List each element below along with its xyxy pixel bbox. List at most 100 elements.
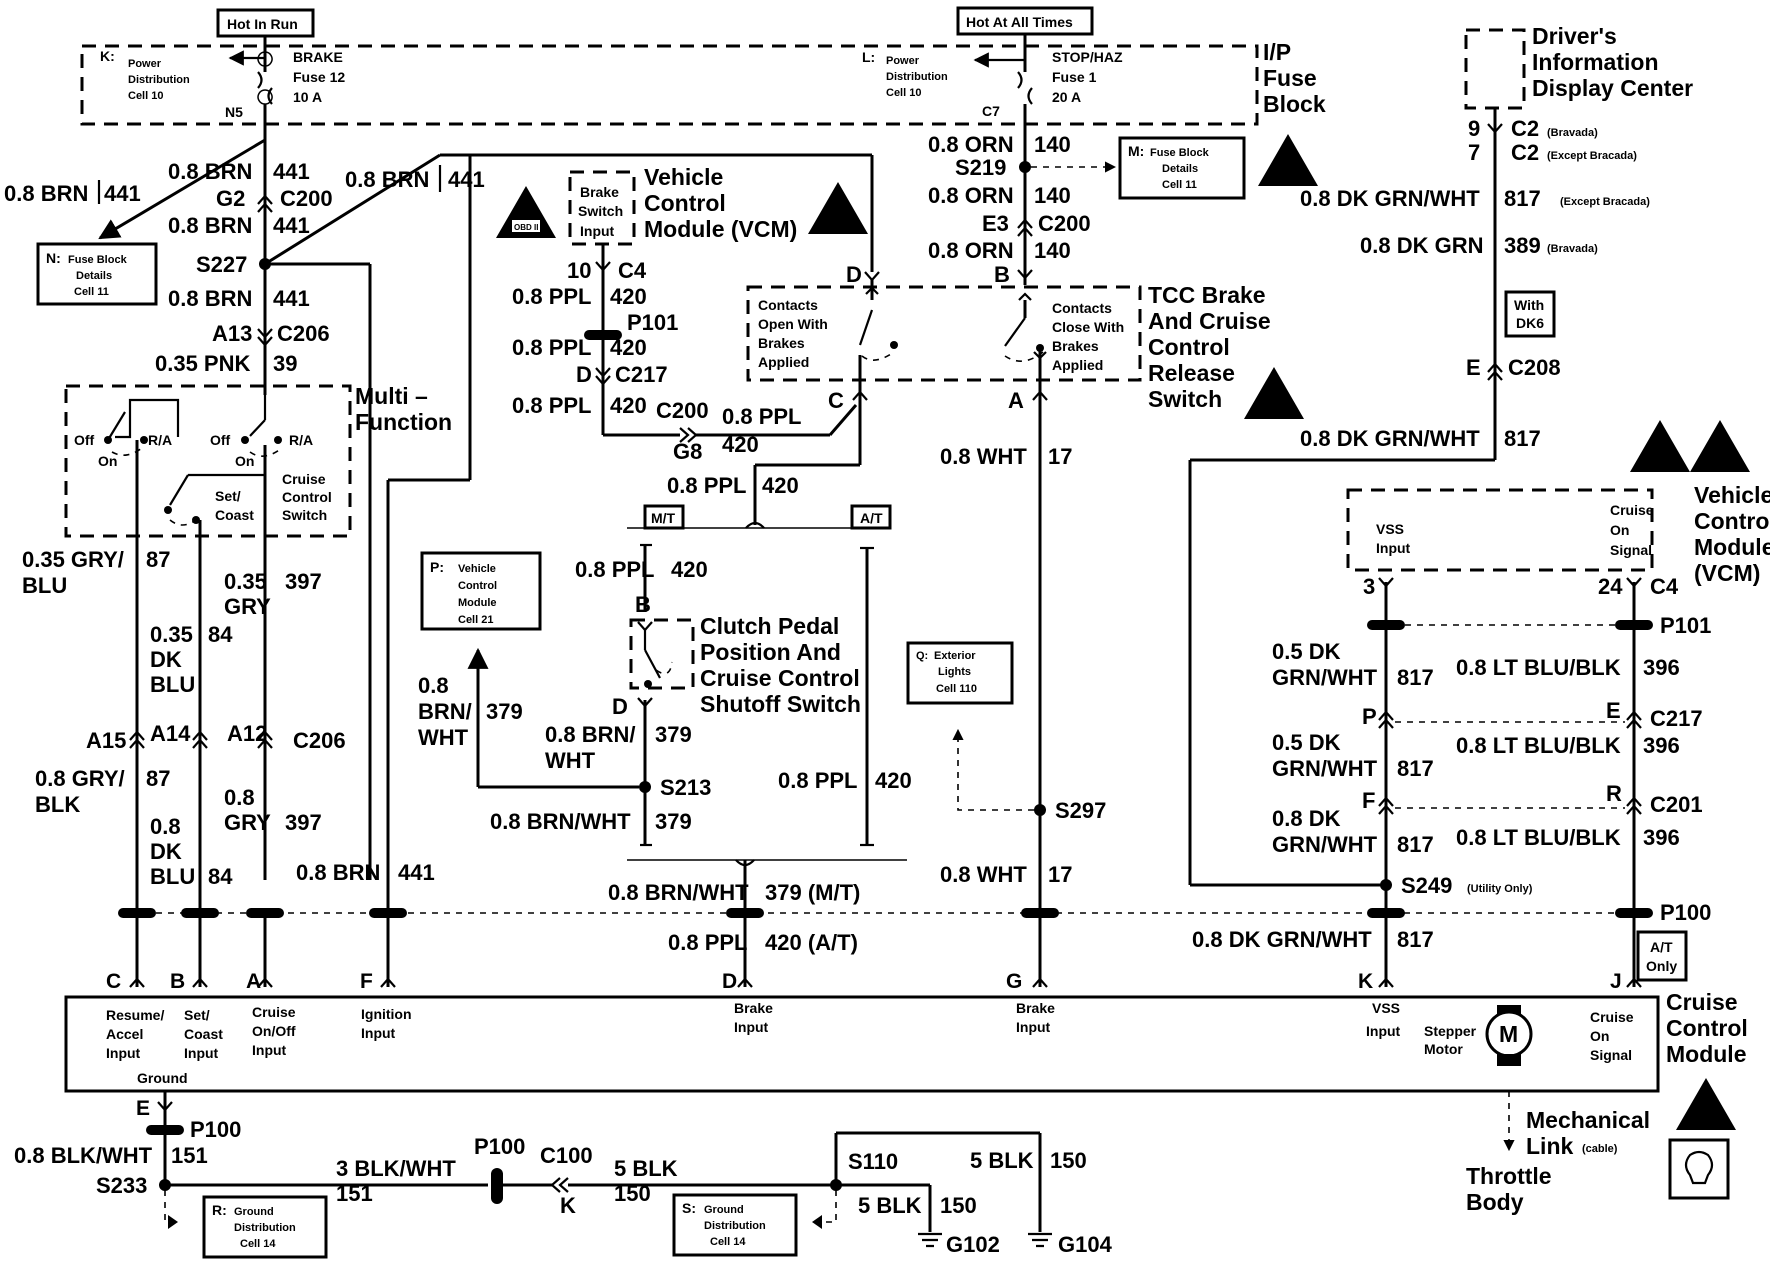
- p101-right-right: [1615, 620, 1653, 630]
- svg-text:Set/: Set/: [215, 488, 241, 504]
- svg-text:420: 420: [762, 473, 799, 498]
- svg-text:Close With: Close With: [1052, 319, 1124, 335]
- svg-text:441: 441: [448, 167, 485, 192]
- svg-text:0.8: 0.8: [418, 673, 449, 698]
- svg-text:R/A: R/A: [148, 432, 172, 448]
- svg-text:9: 9: [1468, 116, 1480, 141]
- svg-text:7: 7: [1468, 140, 1480, 165]
- svg-text:A12: A12: [227, 721, 267, 746]
- dic-title: Driver's: [1532, 23, 1617, 49]
- svg-text:Lights: Lights: [938, 666, 971, 678]
- svg-text:Cruise Control: Cruise Control: [700, 665, 860, 691]
- p100-b: [181, 908, 219, 918]
- svg-text:D: D: [576, 362, 592, 387]
- svg-text:24: 24: [1598, 574, 1623, 599]
- svg-text:S219: S219: [955, 155, 1006, 180]
- svg-text:0.8 BRN: 0.8 BRN: [4, 181, 88, 206]
- svg-text:0.8: 0.8: [150, 814, 181, 839]
- obd-vcm-icon: [1690, 420, 1750, 472]
- svg-text:0.8 PPL: 0.8 PPL: [575, 557, 654, 582]
- svg-text:0.5 DK: 0.5 DK: [1272, 730, 1341, 755]
- svg-text:C208: C208: [1508, 355, 1561, 380]
- svg-text:BLU: BLU: [150, 864, 195, 889]
- svg-text:0.8 PPL: 0.8 PPL: [722, 404, 801, 429]
- stop-lamp-feed: 0.8 ORN 140 S219 M: Fuse Block Details C…: [906, 132, 1246, 887]
- svg-text:A15: A15: [86, 728, 126, 753]
- svg-text:G8: G8: [673, 439, 702, 464]
- svg-text:On: On: [1590, 1028, 1609, 1044]
- svg-text:0.35: 0.35: [224, 569, 267, 594]
- svg-text:Cell 110: Cell 110: [936, 683, 977, 695]
- svg-text:L:: L:: [862, 49, 875, 65]
- svg-text:GRY: GRY: [224, 810, 271, 835]
- svg-text:0.8 LT BLU/BLK: 0.8 LT BLU/BLK: [1456, 655, 1621, 680]
- svg-text:A/T: A/T: [860, 510, 883, 526]
- svg-text:Brake: Brake: [1016, 1000, 1055, 1016]
- svg-text:(Except Bracada): (Except Bracada): [1547, 150, 1637, 162]
- svg-text:C: C: [106, 970, 121, 993]
- svg-text:5 BLK: 5 BLK: [614, 1156, 678, 1181]
- svg-text:87: 87: [146, 766, 170, 791]
- svg-text:0.8 BRN: 0.8 BRN: [168, 213, 252, 238]
- svg-text:S213: S213: [660, 775, 711, 800]
- fuse-block-outline: [80, 44, 1259, 126]
- svg-text:0.8 DK GRN/WHT: 0.8 DK GRN/WHT: [1300, 426, 1480, 451]
- svg-text:DK: DK: [150, 839, 182, 864]
- svg-text:396: 396: [1643, 655, 1680, 680]
- svg-text:(Utility Only): (Utility Only): [1467, 883, 1533, 895]
- svg-text:Switch: Switch: [1148, 386, 1222, 412]
- svg-text:Ignition: Ignition: [361, 1006, 412, 1022]
- svg-text:140: 140: [1034, 183, 1071, 208]
- splice-s219: [1019, 161, 1031, 173]
- svg-text:Details: Details: [1162, 163, 1198, 175]
- svg-text:Off: Off: [210, 432, 231, 448]
- svg-text:Only: Only: [1646, 958, 1677, 974]
- svg-text:396: 396: [1643, 733, 1680, 758]
- svg-text:Control: Control: [282, 489, 332, 505]
- svg-text:A/T: A/T: [1650, 939, 1673, 955]
- tcc-switch-title: TCC Brake: [1148, 282, 1266, 308]
- svg-text:On: On: [1610, 522, 1629, 538]
- svg-text:441: 441: [398, 860, 435, 885]
- svg-text:GRN/WHT: GRN/WHT: [1272, 832, 1378, 857]
- svg-text:P100: P100: [190, 1117, 241, 1142]
- svg-text:10: 10: [567, 258, 591, 283]
- svg-text:3 BLK/WHT: 3 BLK/WHT: [336, 1156, 456, 1181]
- driver-information-center: Driver's Information Display Center 9 C2…: [1188, 23, 1693, 887]
- svg-text:Brakes: Brakes: [1052, 338, 1099, 354]
- svg-text:K: K: [1358, 970, 1373, 993]
- p-vcm-box: [420, 551, 542, 631]
- svg-text:0.8 GRY/: 0.8 GRY/: [35, 766, 125, 791]
- svg-text:D: D: [846, 262, 862, 287]
- svg-text:0.8 DK: 0.8 DK: [1272, 806, 1341, 831]
- vcm-right: Vehicle Control Module (VCM) VSS Input C…: [1192, 420, 1770, 982]
- svg-text:Set/: Set/: [184, 1007, 210, 1023]
- svg-text:Details: Details: [76, 270, 112, 282]
- splice-s297: [1034, 804, 1046, 816]
- esd-vcm-icon: [1630, 420, 1690, 472]
- clutch-switch-outline: [629, 618, 695, 690]
- svg-text:N:: N:: [46, 250, 61, 266]
- dic-outline: [1464, 28, 1526, 110]
- svg-text:Fuse Block: Fuse Block: [68, 254, 128, 266]
- svg-text:R/A: R/A: [289, 432, 313, 448]
- svg-text:BRN/: BRN/: [418, 699, 472, 724]
- ground-g102-icon: [918, 1232, 942, 1248]
- svg-text:Function: Function: [355, 409, 452, 435]
- svg-text:0.8 BRN: 0.8 BRN: [168, 286, 252, 311]
- svg-text:389: 389: [1504, 233, 1541, 258]
- svg-text:C200: C200: [280, 186, 333, 211]
- svg-text:VSS: VSS: [1372, 1000, 1400, 1016]
- svg-text:Applied: Applied: [758, 354, 809, 370]
- svg-text:0.8 BRN: 0.8 BRN: [296, 860, 380, 885]
- svg-text:Control: Control: [1148, 334, 1230, 360]
- svg-text:Coast: Coast: [184, 1026, 223, 1042]
- svg-text:Distribution: Distribution: [128, 74, 190, 86]
- svg-text:M:: M:: [1128, 143, 1144, 159]
- svg-text:420: 420: [671, 557, 708, 582]
- svg-text:Module: Module: [458, 597, 497, 609]
- stop-haz-fuse-name: STOP/HAZ: [1052, 49, 1123, 65]
- svg-text:S249: S249: [1401, 873, 1452, 898]
- svg-text:A13: A13: [212, 321, 252, 346]
- svg-text:Brakes: Brakes: [758, 335, 805, 351]
